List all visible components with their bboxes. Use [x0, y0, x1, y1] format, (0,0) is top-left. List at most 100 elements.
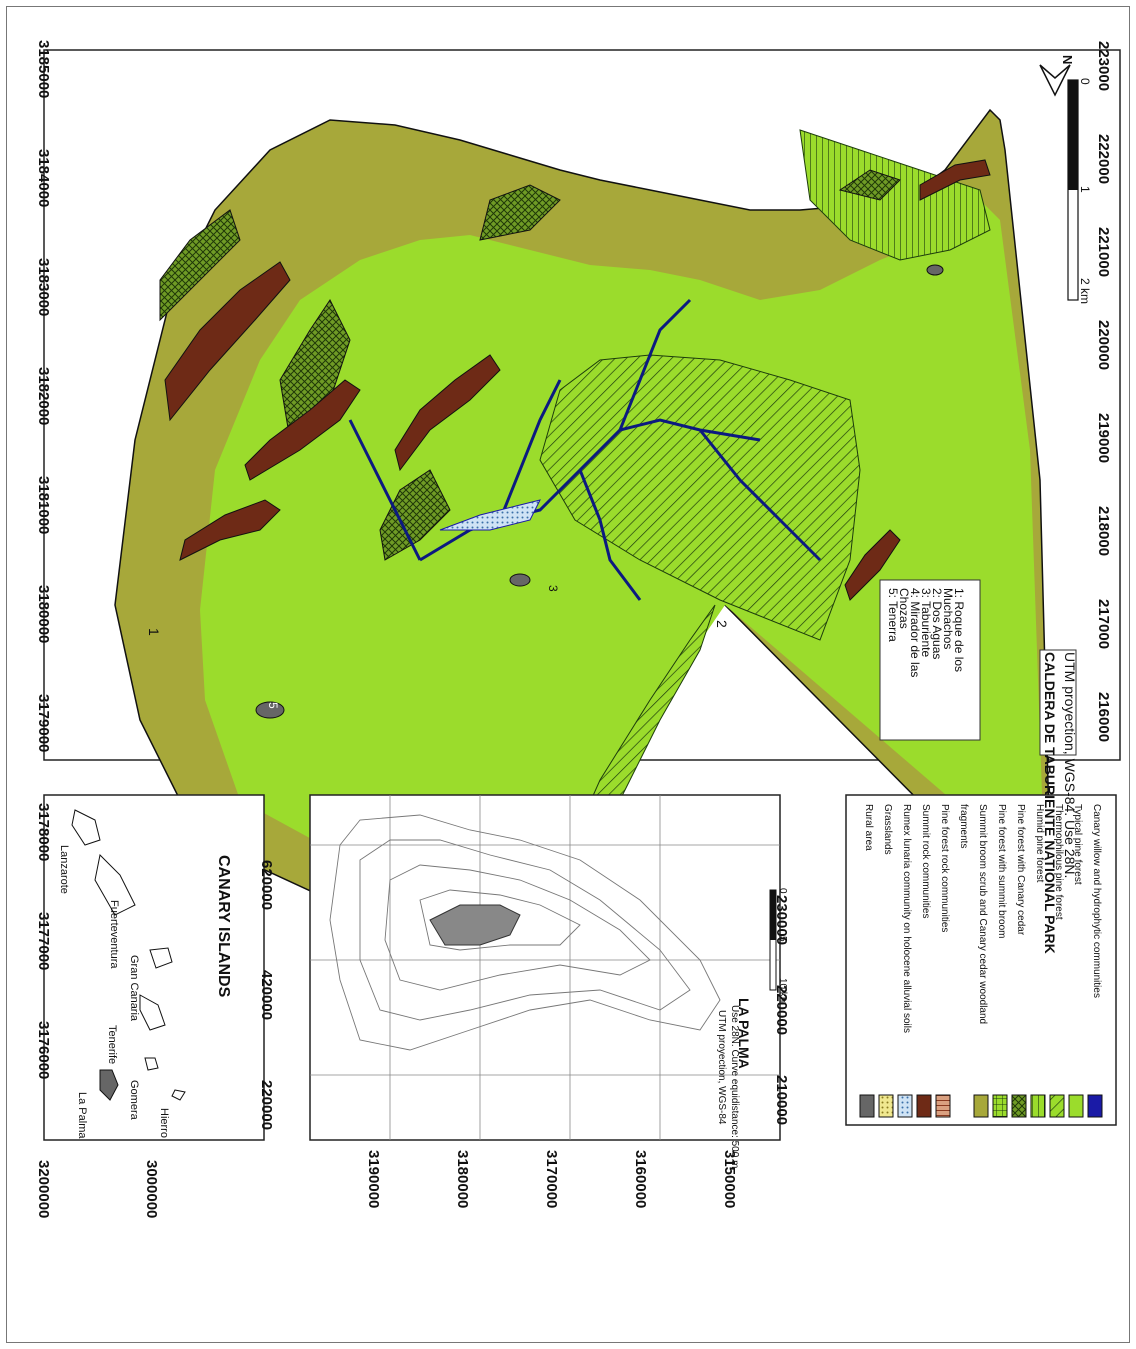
lp-easting-1: 220000 [773, 985, 790, 1036]
northing-label-5: 3180000 [35, 585, 52, 644]
island-la-palma [99, 1069, 119, 1101]
marker-2: 2 [714, 620, 730, 628]
rock-community-6 [919, 159, 991, 201]
legend-label-3: Humid pine forest [1034, 804, 1045, 883]
northing-label-2: 3183000 [35, 258, 52, 317]
legend-swatch-12 [859, 1094, 875, 1118]
legend-label-10: Rumex lunaria community on holocene allu… [901, 804, 912, 1033]
la-palma-grid [310, 795, 780, 1140]
island-label-6: Lanzarote [58, 845, 70, 894]
legend-swatch-6 [973, 1094, 989, 1118]
title-box [1039, 649, 1077, 756]
lp-easting-2: 230000 [773, 895, 790, 946]
island-label-3: Tenerife [106, 1025, 118, 1065]
legend-swatch-9 [916, 1094, 932, 1118]
northing-label-4: 3181000 [35, 476, 52, 535]
places-legend-line-6: 5: Tenerra [886, 588, 900, 642]
legend-label-1: Typical pine forest [1072, 804, 1083, 885]
legend-swatch-11 [878, 1094, 894, 1118]
la-palma-park-area [429, 904, 521, 946]
lp-northing-4: 3150000 [721, 1150, 738, 1209]
island-hierro [171, 1089, 186, 1101]
rock-community-2 [244, 379, 361, 481]
northing-label-8: 3177000 [35, 912, 52, 971]
lp-easting-0: 210000 [773, 1075, 790, 1126]
easting-label-4: 220000 [1095, 320, 1112, 371]
island-label-5: Fuerteventura [108, 900, 120, 969]
legend-label-2: Thermophilous pine forest [1053, 804, 1064, 920]
la-palma-note1: UTM proyection, WGS-84 [716, 1010, 727, 1125]
humid-pine-area [799, 129, 991, 261]
lp-northing-0: 3190000 [365, 1150, 382, 1209]
vegetation-legend-box [845, 794, 1117, 1126]
figure-frame [6, 6, 1130, 1343]
legend-swatches [859, 1094, 1103, 1118]
canary-easting-0: 220000 [258, 1080, 275, 1131]
main-scale-0: 0 [1078, 78, 1092, 85]
legend-swatch-1 [1068, 1094, 1084, 1118]
legend-label-0: Canary willow and hydrophytic communitie… [1091, 804, 1102, 998]
island-gomera [144, 1057, 159, 1071]
legend-swatch-8 [935, 1094, 951, 1118]
northing-label-1: 3184000 [35, 149, 52, 208]
canary-northing-1: 3000000 [143, 1160, 160, 1219]
la-palma-scale-bar [769, 889, 777, 991]
legend-label-8: Pine forest rock communities [939, 804, 950, 933]
lp-northing-1: 3180000 [454, 1150, 471, 1209]
island-lanzarote [71, 809, 101, 846]
legend-label-9: Summit rock communities [920, 804, 931, 919]
main-scale-bar [1067, 79, 1079, 301]
canary-easting-1: 420000 [258, 970, 275, 1021]
northing-label-3: 3182000 [35, 367, 52, 426]
northing-label-6: 3179000 [35, 694, 52, 753]
rock-community-4 [179, 499, 281, 561]
north-label: N [1060, 55, 1075, 65]
legend-label-7: fragments [958, 804, 969, 849]
legend-swatch-3 [1030, 1094, 1046, 1118]
rock-community-1 [164, 261, 291, 422]
easting-label-6: 222000 [1095, 134, 1112, 185]
places-legend-box [879, 579, 981, 741]
north-arrow [1039, 64, 1071, 97]
easting-label-1: 217000 [1095, 599, 1112, 650]
legend-swatch-5 [992, 1094, 1008, 1118]
island-fuerteventura [94, 853, 136, 916]
easting-label-7: 223000 [1095, 41, 1112, 92]
marker-3: 3 [546, 585, 560, 592]
northing-label-9: 3176000 [35, 1021, 52, 1080]
island-label-1: Gomera [128, 1080, 140, 1120]
cedar-patch-4 [479, 184, 561, 241]
canary-northing-0: 3200000 [35, 1160, 52, 1219]
marker-1: 1 [146, 628, 162, 636]
legend-label-4: Pine forest with Canary cedar [1015, 804, 1026, 936]
island-tenerife [139, 994, 166, 1031]
island-label-2: Hierro [158, 1108, 170, 1138]
cedar-patch-5 [838, 169, 901, 201]
la-palma-note2: Use 28N. Curve equidistance: 500 m [729, 1005, 740, 1169]
legend-swatch-10 [897, 1094, 913, 1118]
island-gran-canaria [149, 947, 173, 969]
canary-title: CANARY ISLANDS [215, 855, 232, 998]
northing-label-7: 3178000 [35, 803, 52, 862]
cedar-patch-3 [159, 209, 241, 322]
easting-label-2: 218000 [1095, 506, 1112, 557]
rock-community-3 [394, 354, 501, 472]
lp-northing-3: 3160000 [632, 1150, 649, 1209]
lp-scale-0: 0 [777, 888, 788, 894]
main-scale-2: 2 km [1078, 278, 1092, 305]
legend-label-6: Summit broom scrub and Canary cedar wood… [977, 804, 988, 1025]
legend-label-12: Rural area [863, 804, 874, 851]
rural-area-2 [255, 701, 285, 719]
canary-islands-box [43, 794, 265, 1141]
canary-easting-2: 620000 [258, 860, 275, 911]
rock-community-5 [844, 529, 901, 601]
marker-5: 5 [266, 702, 280, 709]
island-label-4: Gran Canaria [128, 955, 140, 1022]
lp-northing-2: 3170000 [543, 1150, 560, 1209]
legend-label-11: Grasslands [882, 804, 893, 855]
easting-label-3: 219000 [1095, 413, 1112, 464]
rural-area-1 [509, 573, 531, 587]
main-scale-1: 1 [1078, 186, 1092, 193]
rural-area-3 [926, 264, 944, 276]
